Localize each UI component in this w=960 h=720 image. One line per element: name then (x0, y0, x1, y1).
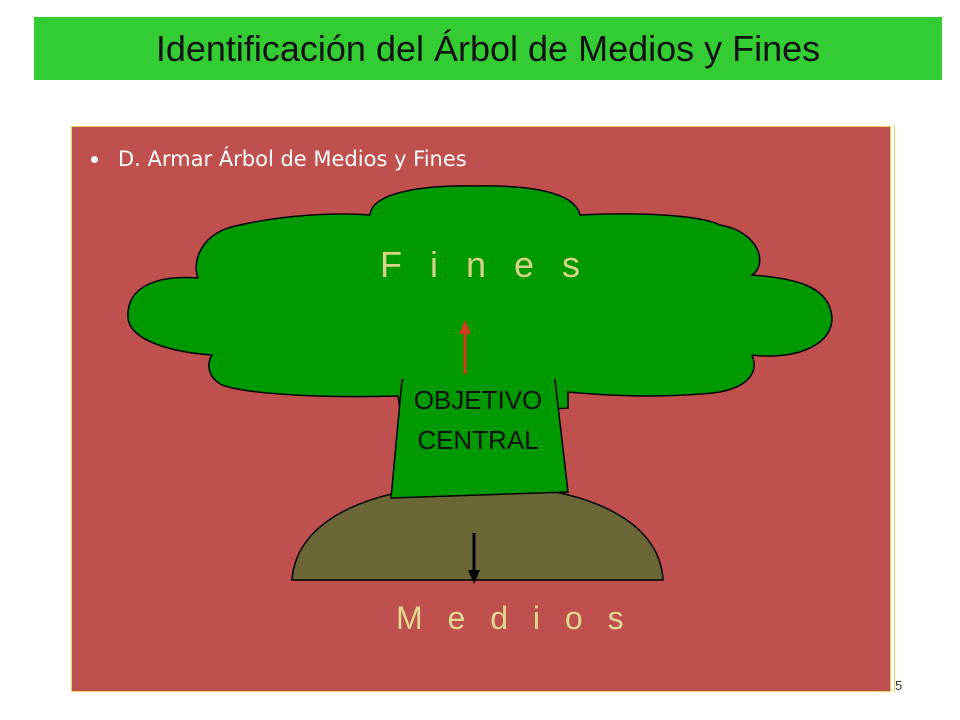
ground-hill (291, 484, 664, 581)
objetivo-line-2: CENTRAL (417, 425, 539, 455)
down-arrow-icon (468, 533, 480, 584)
objetivo-line-1: OBJETIVO (413, 385, 543, 415)
bullet-item: D. Armar Árbol de Medios y Fines (91, 147, 467, 171)
up-arrow-icon (459, 320, 471, 374)
tree-crown (127, 185, 833, 411)
title-bar: Identificación del Árbol de Medios y Fin… (34, 17, 942, 80)
bullet-dot-icon (91, 155, 98, 163)
bullet-text: D. Armar Árbol de Medios y Fines (118, 147, 467, 171)
trunk-seam (404, 376, 554, 388)
objetivo-central-label: OBJETIVO CENTRAL (402, 380, 554, 460)
fines-label: F i n e s (380, 244, 590, 285)
page-number: 5 (895, 678, 903, 693)
slide-title: Identificación del Árbol de Medios y Fin… (155, 27, 821, 69)
medios-label: M e d i o s (396, 600, 632, 636)
panel-edge-line (894, 126, 895, 692)
